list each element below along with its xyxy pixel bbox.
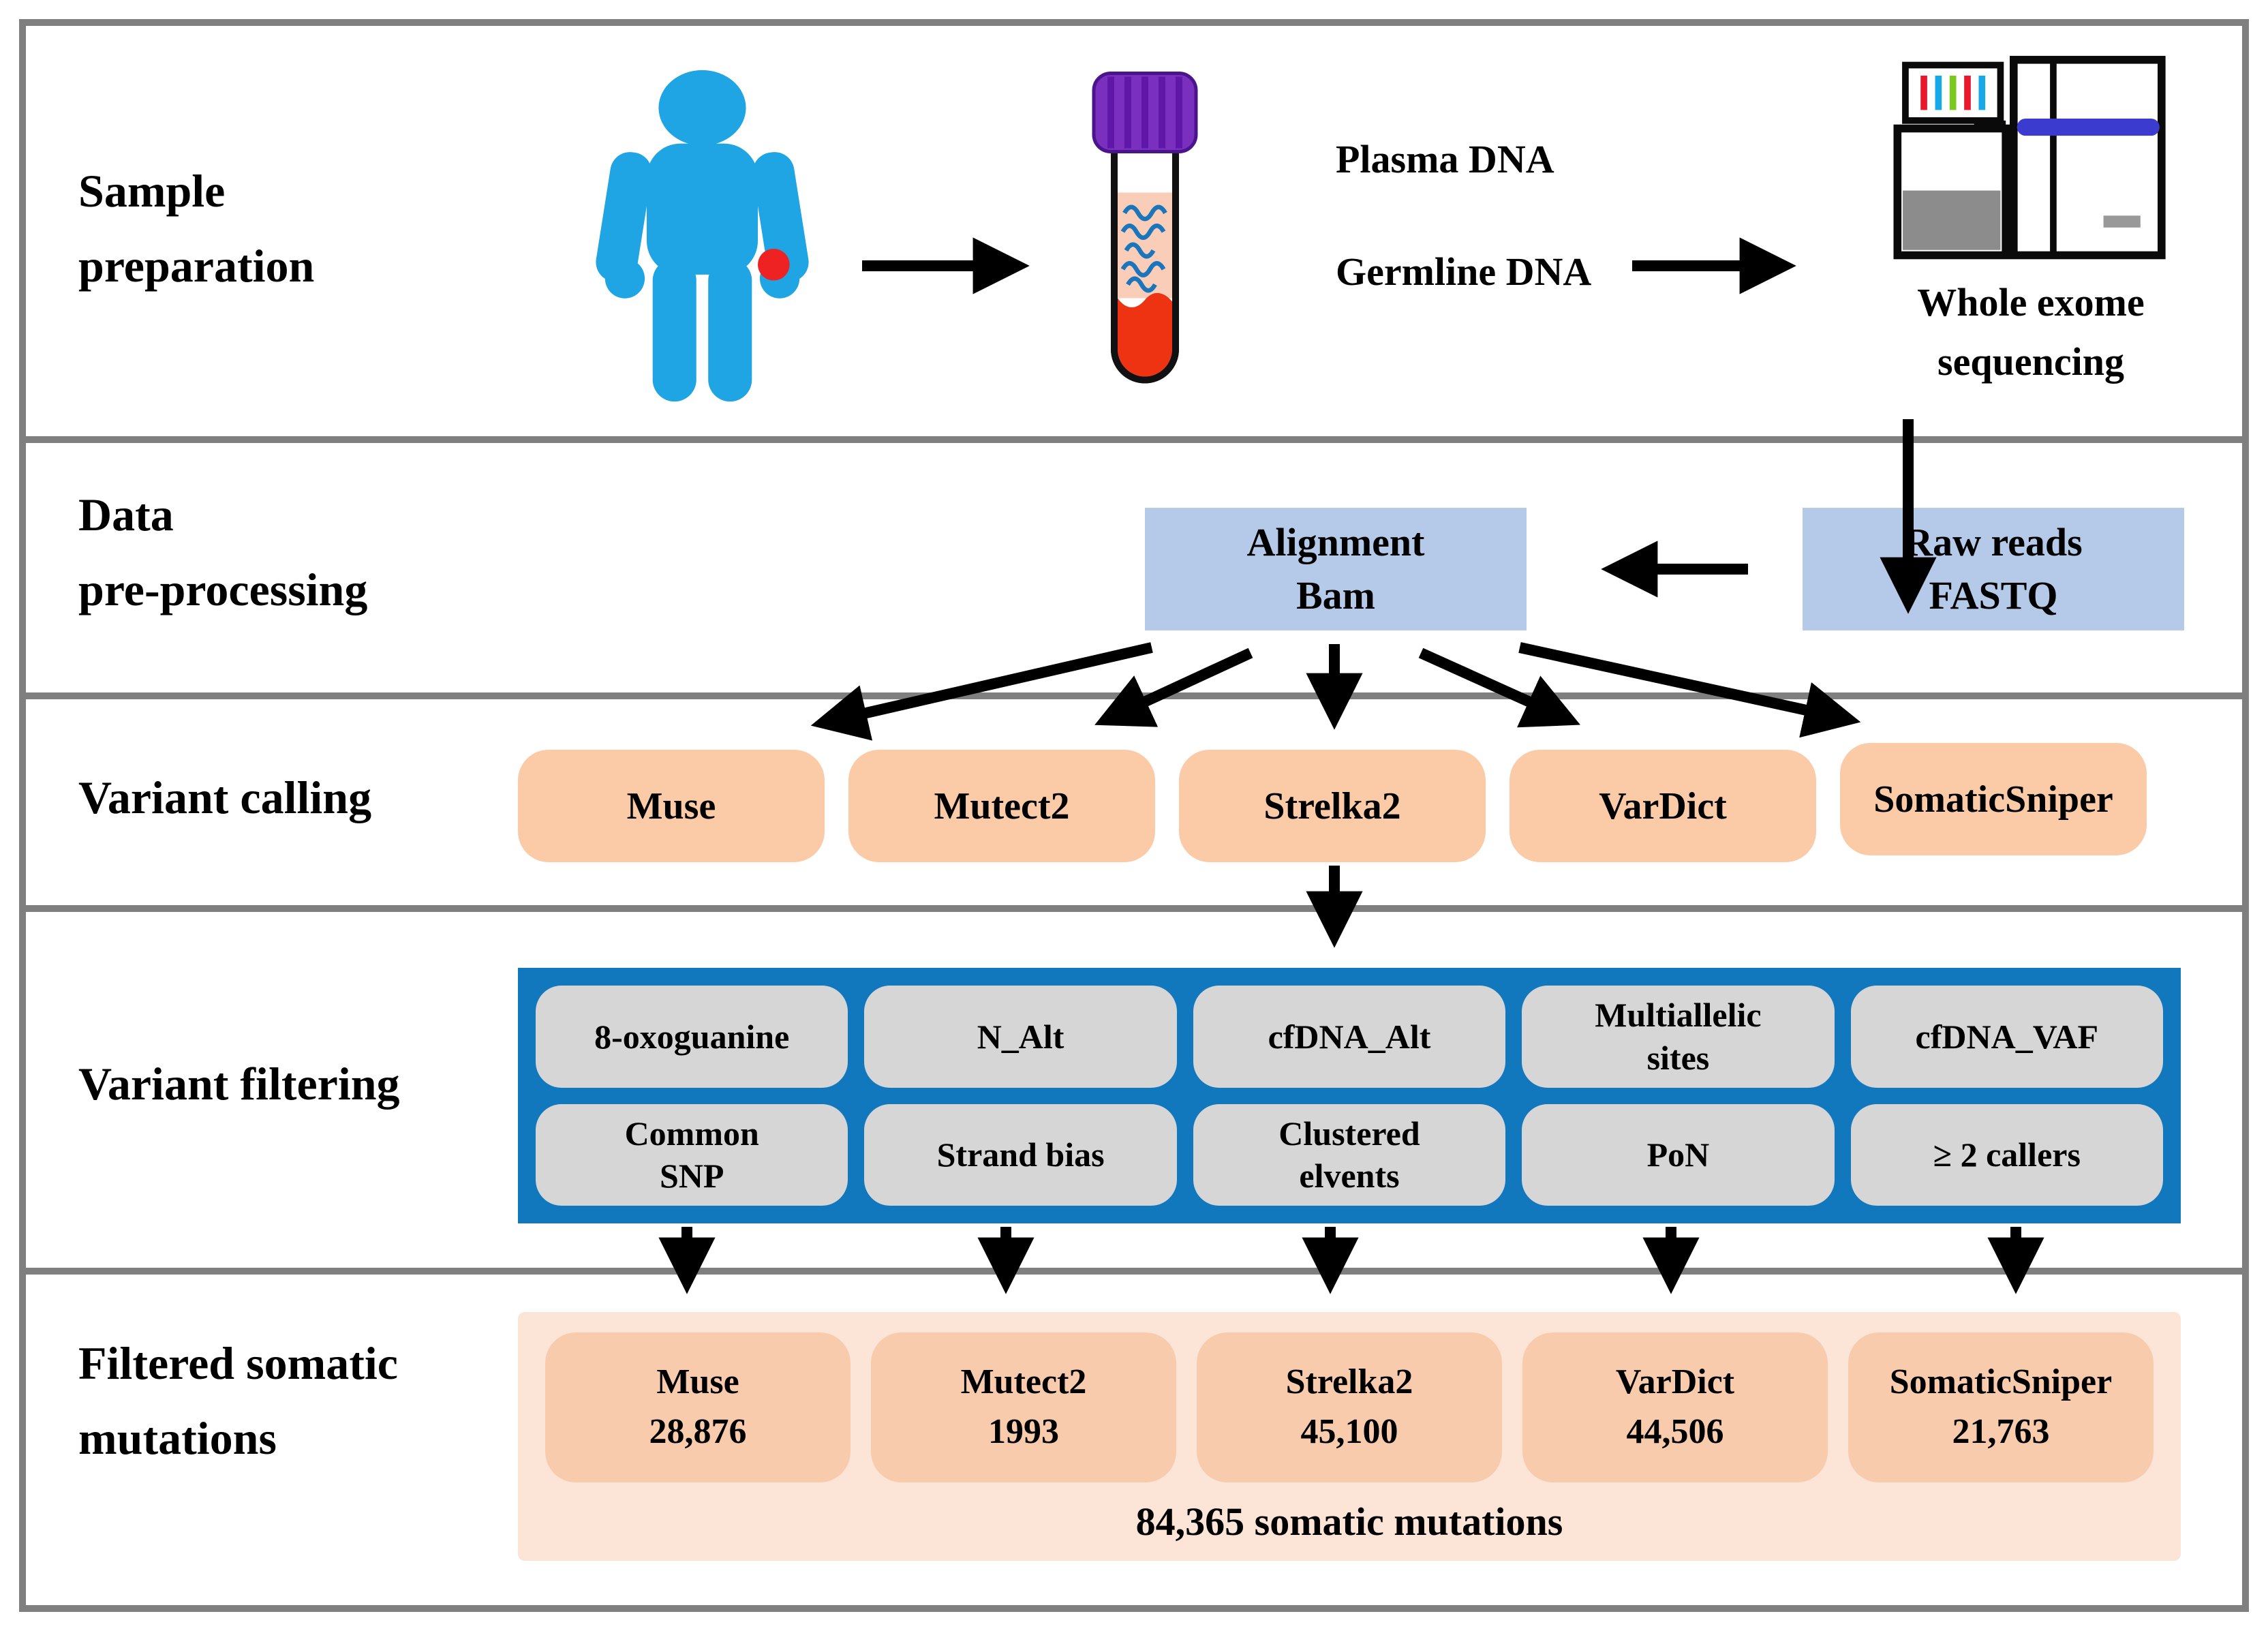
filter-box-2-callers: ≥ 2 callers: [1850, 1103, 2163, 1206]
tumor-dot-icon: [758, 248, 790, 281]
sample-preparation-label-line2: preparation: [78, 240, 315, 292]
total-somatic-mutations: 84,365 somatic mutations: [1135, 1499, 1563, 1544]
filtered-label-line2: mutations: [78, 1412, 277, 1465]
row-divider-1: [26, 436, 2242, 443]
data-preprocessing-label-line2: pre-processing: [78, 564, 368, 616]
filter-label: PoN: [1646, 1135, 1710, 1174]
filter-label: sites: [1646, 1038, 1710, 1077]
variant-filtering-container: 8-oxoguanine N_Alt cfDNA_Alt Multialleli…: [518, 968, 2181, 1223]
data-preprocessing-label: Data pre-processing: [78, 477, 367, 627]
caller-label: SomaticSniper: [1873, 778, 2113, 821]
result-caller: Muse: [656, 1362, 739, 1402]
filter-box-strand-bias: Strand bias: [864, 1103, 1177, 1206]
caller-box-mutect2: Mutect2: [848, 750, 1155, 862]
caller-label: Mutect2: [934, 784, 1070, 827]
result-count: 1993: [988, 1412, 1059, 1451]
alignment-box-line1: Alignment: [1246, 519, 1425, 564]
result-box-muse: Muse 28,876: [545, 1332, 850, 1482]
result-count: 44,506: [1626, 1412, 1724, 1451]
filter-box-n-alt: N_Alt: [864, 986, 1177, 1088]
alignment-bam-box: Alignment Bam: [1145, 508, 1527, 630]
filter-label: elvents: [1299, 1157, 1400, 1195]
filtered-somatic-mutations-label: Filtered somatic mutations: [78, 1326, 398, 1476]
filter-box-common-snp: Common SNP: [536, 1103, 848, 1206]
result-caller: VarDict: [1615, 1362, 1735, 1402]
filter-box-pon: PoN: [1522, 1103, 1835, 1206]
row-divider-4: [26, 1268, 2242, 1275]
result-box-mutect2: Mutect2 1993: [871, 1332, 1176, 1482]
result-box-vardict: VarDict 44,506: [1522, 1332, 1828, 1482]
result-caller: Strelka2: [1285, 1362, 1413, 1402]
sequencer-icon: [1893, 55, 2166, 260]
variant-filtering-label: Variant filtering: [78, 1046, 400, 1121]
caller-label: Muse: [626, 784, 716, 827]
caller-box-muse: Muse: [518, 750, 825, 862]
sequencer-caption-line2: sequencing: [1937, 339, 2124, 384]
result-caller: SomaticSniper: [1889, 1362, 2113, 1402]
filtered-label-line1: Filtered somatic: [78, 1337, 398, 1389]
variant-filtering-label-text: Variant filtering: [78, 1058, 400, 1110]
result-box-somaticsniper: SomaticSniper 21,763: [1848, 1332, 2154, 1482]
blood-tube-icon: [1092, 72, 1198, 384]
germline-dna-label: Germline DNA: [1336, 249, 1592, 294]
filter-label: Multiallelic: [1595, 996, 1762, 1035]
plasma-dna-label: Plasma DNA: [1336, 137, 1554, 181]
caller-label: VarDict: [1599, 784, 1727, 827]
result-box-strelka2: Strelka2 45,100: [1197, 1332, 1502, 1482]
filter-box-cfdna-vaf: cfDNA_VAF: [1850, 986, 2163, 1088]
patient-icon: [596, 70, 809, 402]
variant-calling-label-text: Variant calling: [78, 772, 372, 823]
caller-box-vardict: VarDict: [1510, 750, 1816, 862]
filter-box-8-oxoguanine: 8-oxoguanine: [536, 986, 848, 1088]
filter-label: N_Alt: [977, 1017, 1064, 1056]
result-count: 45,100: [1300, 1412, 1398, 1451]
filter-label: ≥ 2 callers: [1933, 1135, 2081, 1174]
filter-box-multiallelic-sites: Multiallelic sites: [1522, 986, 1835, 1088]
caller-box-strelka2: Strelka2: [1179, 750, 1486, 862]
filter-box-cfdna-alt: cfDNA_Alt: [1193, 986, 1506, 1088]
row-divider-3: [26, 905, 2242, 912]
raw-reads-box-line1: Raw reads: [1904, 519, 2083, 564]
filter-label: 8-oxoguanine: [594, 1017, 790, 1056]
alignment-box-line2: Bam: [1296, 573, 1375, 618]
result-caller: Mutect2: [960, 1362, 1087, 1402]
filter-label: cfDNA_VAF: [1915, 1017, 2099, 1056]
filter-box-clustered-events: Clustered elvents: [1193, 1103, 1506, 1206]
result-count: 21,763: [1952, 1412, 2050, 1451]
filtered-results-container: Muse 28,876 Mutect2 1993 Strelka2 45,100…: [518, 1312, 2181, 1561]
caller-box-somaticsniper: SomaticSniper: [1840, 743, 2147, 855]
filter-label: Common: [624, 1114, 759, 1153]
sequencer-caption-line1: Whole exome: [1917, 280, 2145, 324]
filter-label: SNP: [659, 1157, 724, 1195]
whole-exome-sequencing-label: Whole exome sequencing: [1799, 273, 2263, 391]
data-preprocessing-label-line1: Data: [78, 489, 174, 540]
caller-label: Strelka2: [1263, 784, 1401, 827]
sample-preparation-label-line1: Sample: [78, 165, 226, 217]
filter-label: Clustered: [1278, 1114, 1420, 1153]
raw-reads-box-line2: FASTQ: [1929, 573, 2058, 618]
variant-calling-label: Variant calling: [78, 760, 371, 835]
filter-label: cfDNA_Alt: [1268, 1017, 1431, 1056]
sample-preparation-label: Sample preparation: [78, 153, 314, 303]
result-count: 28,876: [649, 1412, 747, 1451]
raw-reads-fastq-box: Raw reads FASTQ: [1803, 508, 2184, 630]
filter-label: Strand bias: [936, 1135, 1105, 1174]
row-divider-2: [26, 692, 2242, 699]
